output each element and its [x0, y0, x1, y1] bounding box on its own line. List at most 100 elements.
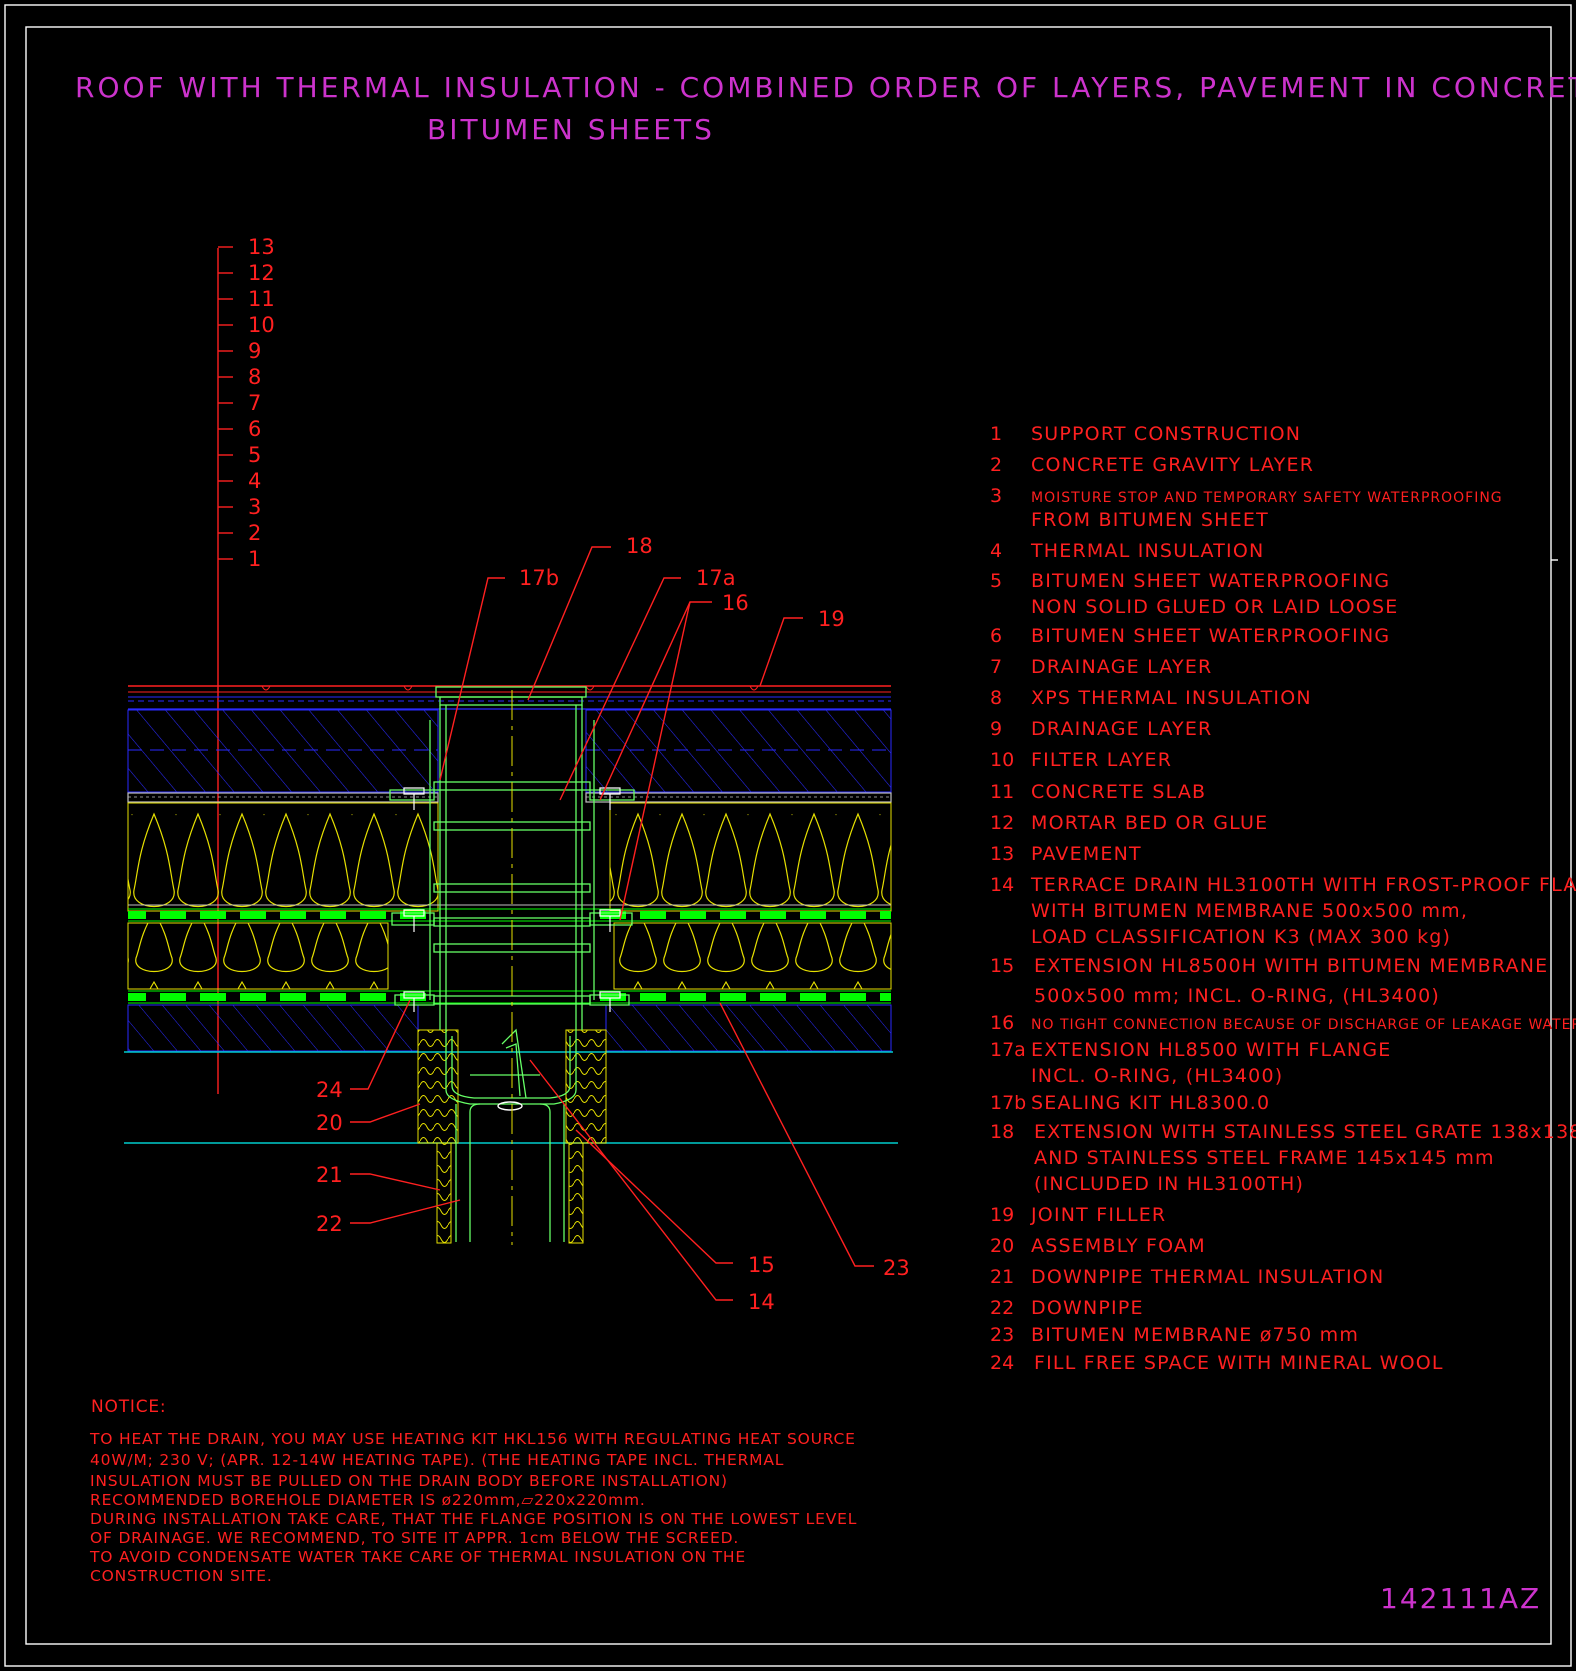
legend-text: TERRACE DRAIN HL3100TH WITH FROST-PROOF … [1030, 874, 1576, 896]
callout-22: 22 [316, 1212, 343, 1236]
legend-text: EXTENSION WITH STAINLESS STEEL GRATE 138… [1034, 1121, 1576, 1143]
scale-label: 12 [248, 261, 275, 285]
scale-label: 10 [248, 313, 275, 337]
legend-number: 4 [990, 540, 1002, 562]
legend-number: 17a [990, 1039, 1026, 1061]
notice-line: TO HEAT THE DRAIN, YOU MAY USE HEATING K… [89, 1430, 856, 1448]
legend-text: CONCRETE SLAB [1031, 781, 1206, 803]
legend-number: 10 [990, 749, 1014, 771]
legend-text: CONCRETE GRAVITY LAYER [1031, 454, 1314, 476]
legend-text: DRAINAGE LAYER [1031, 718, 1212, 740]
legend-text: FROM BITUMEN SHEET [1031, 509, 1269, 531]
legend-number: 11 [990, 781, 1014, 803]
legend-number: 12 [990, 812, 1014, 834]
legend-text: FILL FREE SPACE WITH MINERAL WOOL [1034, 1352, 1444, 1374]
legend-number: 21 [990, 1266, 1014, 1288]
legend-text: MOISTURE STOP AND TEMPORARY SAFETY WATER… [1031, 490, 1503, 506]
scale-label: 5 [248, 443, 261, 467]
legend-number: 3 [990, 485, 1002, 507]
legend-text: MORTAR BED OR GLUE [1031, 812, 1268, 834]
notice-line: RECOMMENDED BOREHOLE DIAMETER IS ø220mm,… [90, 1491, 646, 1509]
legend: 1 SUPPORT CONSTRUCTION 2 CONCRETE GRAVITY L… [990, 423, 1576, 1374]
notice-line: INSULATION MUST BE PULLED ON THE DRAIN B… [90, 1472, 728, 1490]
legend-text: EXTENSION HL8500 WITH FLANGE [1031, 1039, 1391, 1061]
legend-text: AND STAINLESS STEEL FRAME 145x145 mm [1034, 1147, 1495, 1169]
callout-labels: 18 17b 17a 16 19 24 20 21 22 15 14 23 [316, 534, 910, 1314]
legend-text: NON SOLID GLUED OR LAID LOOSE [1031, 596, 1398, 618]
legend-text: PAVEMENT [1031, 843, 1142, 865]
callout-23: 23 [883, 1256, 910, 1280]
scale-label: 2 [248, 521, 261, 545]
title-line-1: ROOF WITH THERMAL INSULATION - COMBINED … [75, 71, 1576, 104]
notice-heading: NOTICE: [91, 1397, 166, 1417]
scale-label: 7 [248, 391, 261, 415]
legend-number: 23 [990, 1324, 1014, 1346]
notice-line: 40W/M; 230 V; (APR. 12-14W HEATING TAPE)… [90, 1451, 784, 1469]
callout-17b: 17b [519, 566, 559, 590]
legend-text: WITH BITUMEN MEMBRANE 500x500 mm, [1031, 900, 1468, 922]
legend-text: BITUMEN SHEET WATERPROOFING [1031, 625, 1390, 647]
callout-24: 24 [316, 1078, 343, 1102]
callout-14: 14 [748, 1290, 775, 1314]
legend-text: DRAINAGE LAYER [1031, 656, 1212, 678]
scale-label: 3 [248, 495, 261, 519]
callout-21: 21 [316, 1163, 343, 1187]
legend-text: DOWNPIPE [1031, 1297, 1144, 1319]
legend-text: EXTENSION HL8500H WITH BITUMEN MEMBRANE [1034, 955, 1548, 977]
legend-number: 8 [990, 687, 1002, 709]
notice-line: DURING INSTALLATION TAKE CARE, THAT THE … [90, 1510, 857, 1528]
cross-section [124, 685, 898, 1245]
legend-text: THERMAL INSULATION [1030, 540, 1264, 562]
legend-number: 7 [990, 656, 1002, 678]
legend-text: SUPPORT CONSTRUCTION [1031, 423, 1301, 445]
callout-17a: 17a [696, 566, 736, 590]
legend-number: 6 [990, 625, 1002, 647]
scale-label: 1 [248, 547, 261, 571]
legend-text: BITUMEN SHEET WATERPROOFING [1031, 570, 1390, 592]
callout-19: 19 [818, 607, 845, 631]
legend-text: DOWNPIPE THERMAL INSULATION [1031, 1266, 1384, 1288]
drawing-code: 142111AZ [1380, 1582, 1541, 1615]
scale-label: 8 [248, 365, 261, 389]
scale-label: 13 [248, 235, 275, 259]
legend-number: 2 [990, 454, 1002, 476]
legend-text: NO TIGHT CONNECTION BECAUSE OF DISCHARGE… [1031, 1017, 1576, 1033]
legend-number: 5 [990, 570, 1002, 592]
legend-text: XPS THERMAL INSULATION [1031, 687, 1312, 709]
notice: NOTICE: TO HEAT THE DRAIN, YOU MAY USE H… [89, 1397, 857, 1585]
legend-text: SEALING KIT HL8300.0 [1031, 1092, 1270, 1114]
legend-text: 500x500 mm; INCL. O-RING, (HL3400) [1034, 985, 1440, 1007]
legend-text: ASSEMBLY FOAM [1031, 1235, 1206, 1257]
scale-label: 4 [248, 469, 261, 493]
legend-number: 24 [990, 1352, 1014, 1374]
legend-number: 16 [990, 1012, 1014, 1034]
legend-number: 9 [990, 718, 1002, 740]
scale-label: 9 [248, 339, 261, 363]
legend-number: 15 [990, 955, 1014, 977]
scale-label: 11 [248, 287, 275, 311]
legend-text: LOAD CLASSIFICATION K3 (MAX 300 kg) [1031, 926, 1451, 948]
legend-text: BITUMEN MEMBRANE ø750 mm [1031, 1324, 1359, 1346]
legend-number: 19 [990, 1204, 1014, 1226]
outer-frame [4, 4, 1572, 1667]
callout-leaders [350, 546, 874, 1301]
legend-number: 20 [990, 1235, 1014, 1257]
notice-line: CONSTRUCTION SITE. [90, 1567, 273, 1585]
inner-frame [25, 26, 1552, 1645]
legend-number: 18 [990, 1121, 1014, 1143]
title-line-2: BITUMEN SHEETS [427, 113, 715, 146]
notice-line: OF DRAINAGE. WE RECOMMEND, TO SITE IT AP… [90, 1529, 739, 1547]
scale-label: 6 [248, 417, 261, 441]
legend-number: 22 [990, 1297, 1014, 1319]
legend-number: 14 [990, 874, 1014, 896]
callout-20: 20 [316, 1111, 343, 1135]
callout-18: 18 [626, 534, 653, 558]
legend-text: INCL. O-RING, (HL3400) [1031, 1065, 1283, 1087]
legend-number: 1 [990, 423, 1002, 445]
legend-text: JOINT FILLER [1030, 1204, 1166, 1226]
callout-15: 15 [748, 1253, 775, 1277]
legend-text: (INCLUDED IN HL3100TH) [1034, 1173, 1304, 1195]
legend-text: FILTER LAYER [1031, 749, 1172, 771]
legend-number: 13 [990, 843, 1014, 865]
